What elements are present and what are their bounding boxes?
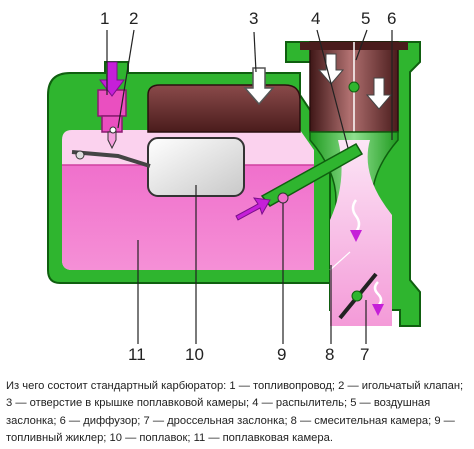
- mixture-arrow-right: [373, 281, 383, 307]
- label-10: 10: [185, 345, 204, 364]
- label-6: 6: [387, 9, 397, 28]
- carburetor-diagram: [47, 29, 421, 344]
- air-inlet-arrow-left: [317, 53, 345, 85]
- vent-hole-arrow: [243, 67, 275, 106]
- label-3: 3: [249, 9, 259, 28]
- air-inlet-arrow-right: [365, 77, 393, 110]
- label-7: 7: [360, 345, 370, 364]
- float-lever: [71, 150, 151, 168]
- caption-line-3: заслонка; 6 — диффузор; 7 — дроссельная …: [6, 414, 455, 427]
- fuel-level: [62, 165, 314, 270]
- fuel-jet: [277, 192, 289, 204]
- label-1: 1: [100, 9, 110, 28]
- float-chamber-cover: [147, 84, 301, 133]
- caption-line-2: 3 — отверстие в крышке поплавковой камер…: [6, 397, 431, 410]
- label-9: 9: [277, 345, 287, 364]
- label-5: 5: [361, 9, 371, 28]
- jet-arrow: [235, 197, 271, 221]
- fuel-inlet-arrow: [99, 61, 125, 97]
- label-4: 4: [311, 9, 321, 28]
- label-11: 11: [128, 345, 146, 364]
- figure-caption: Из чего состоит стандартный карбюратор: …: [6, 378, 468, 448]
- caption-line-4: топливный жиклер; 10 — поплавок; 11 — по…: [6, 432, 333, 445]
- leader-lines: [106, 29, 393, 344]
- mixture-arrow-left: [351, 199, 361, 233]
- mixing-chamber: [330, 140, 392, 326]
- label-8: 8: [325, 345, 335, 364]
- label-2: 2: [129, 9, 139, 28]
- caption-line-1: Из чего состоит стандартный карбюратор: …: [6, 380, 464, 392]
